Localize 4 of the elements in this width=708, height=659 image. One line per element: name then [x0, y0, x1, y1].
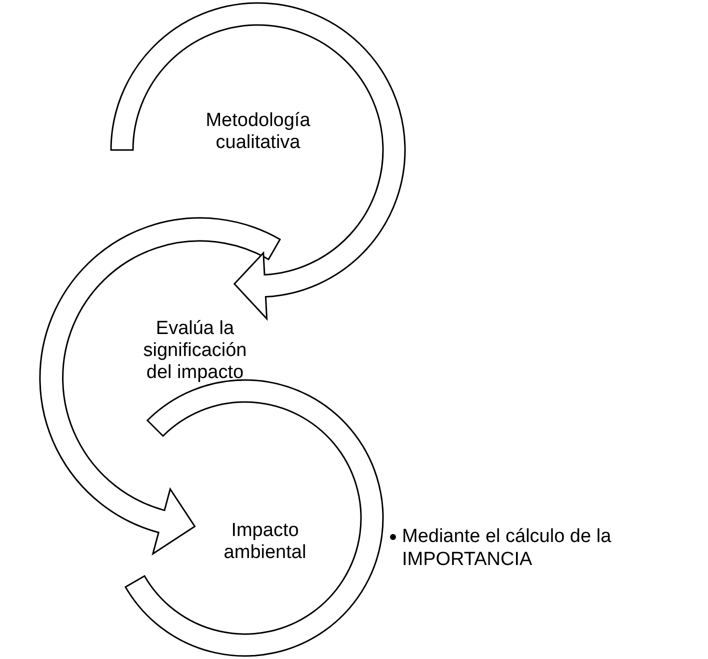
node-label: Evalúa la significación del impacto — [142, 318, 248, 384]
bullet-text: Mediante el cálculo de la IMPORTANCIA — [402, 525, 612, 571]
node-label: Impacto ambiental — [222, 520, 308, 564]
node-label: Metodología cualitativa — [204, 110, 312, 154]
